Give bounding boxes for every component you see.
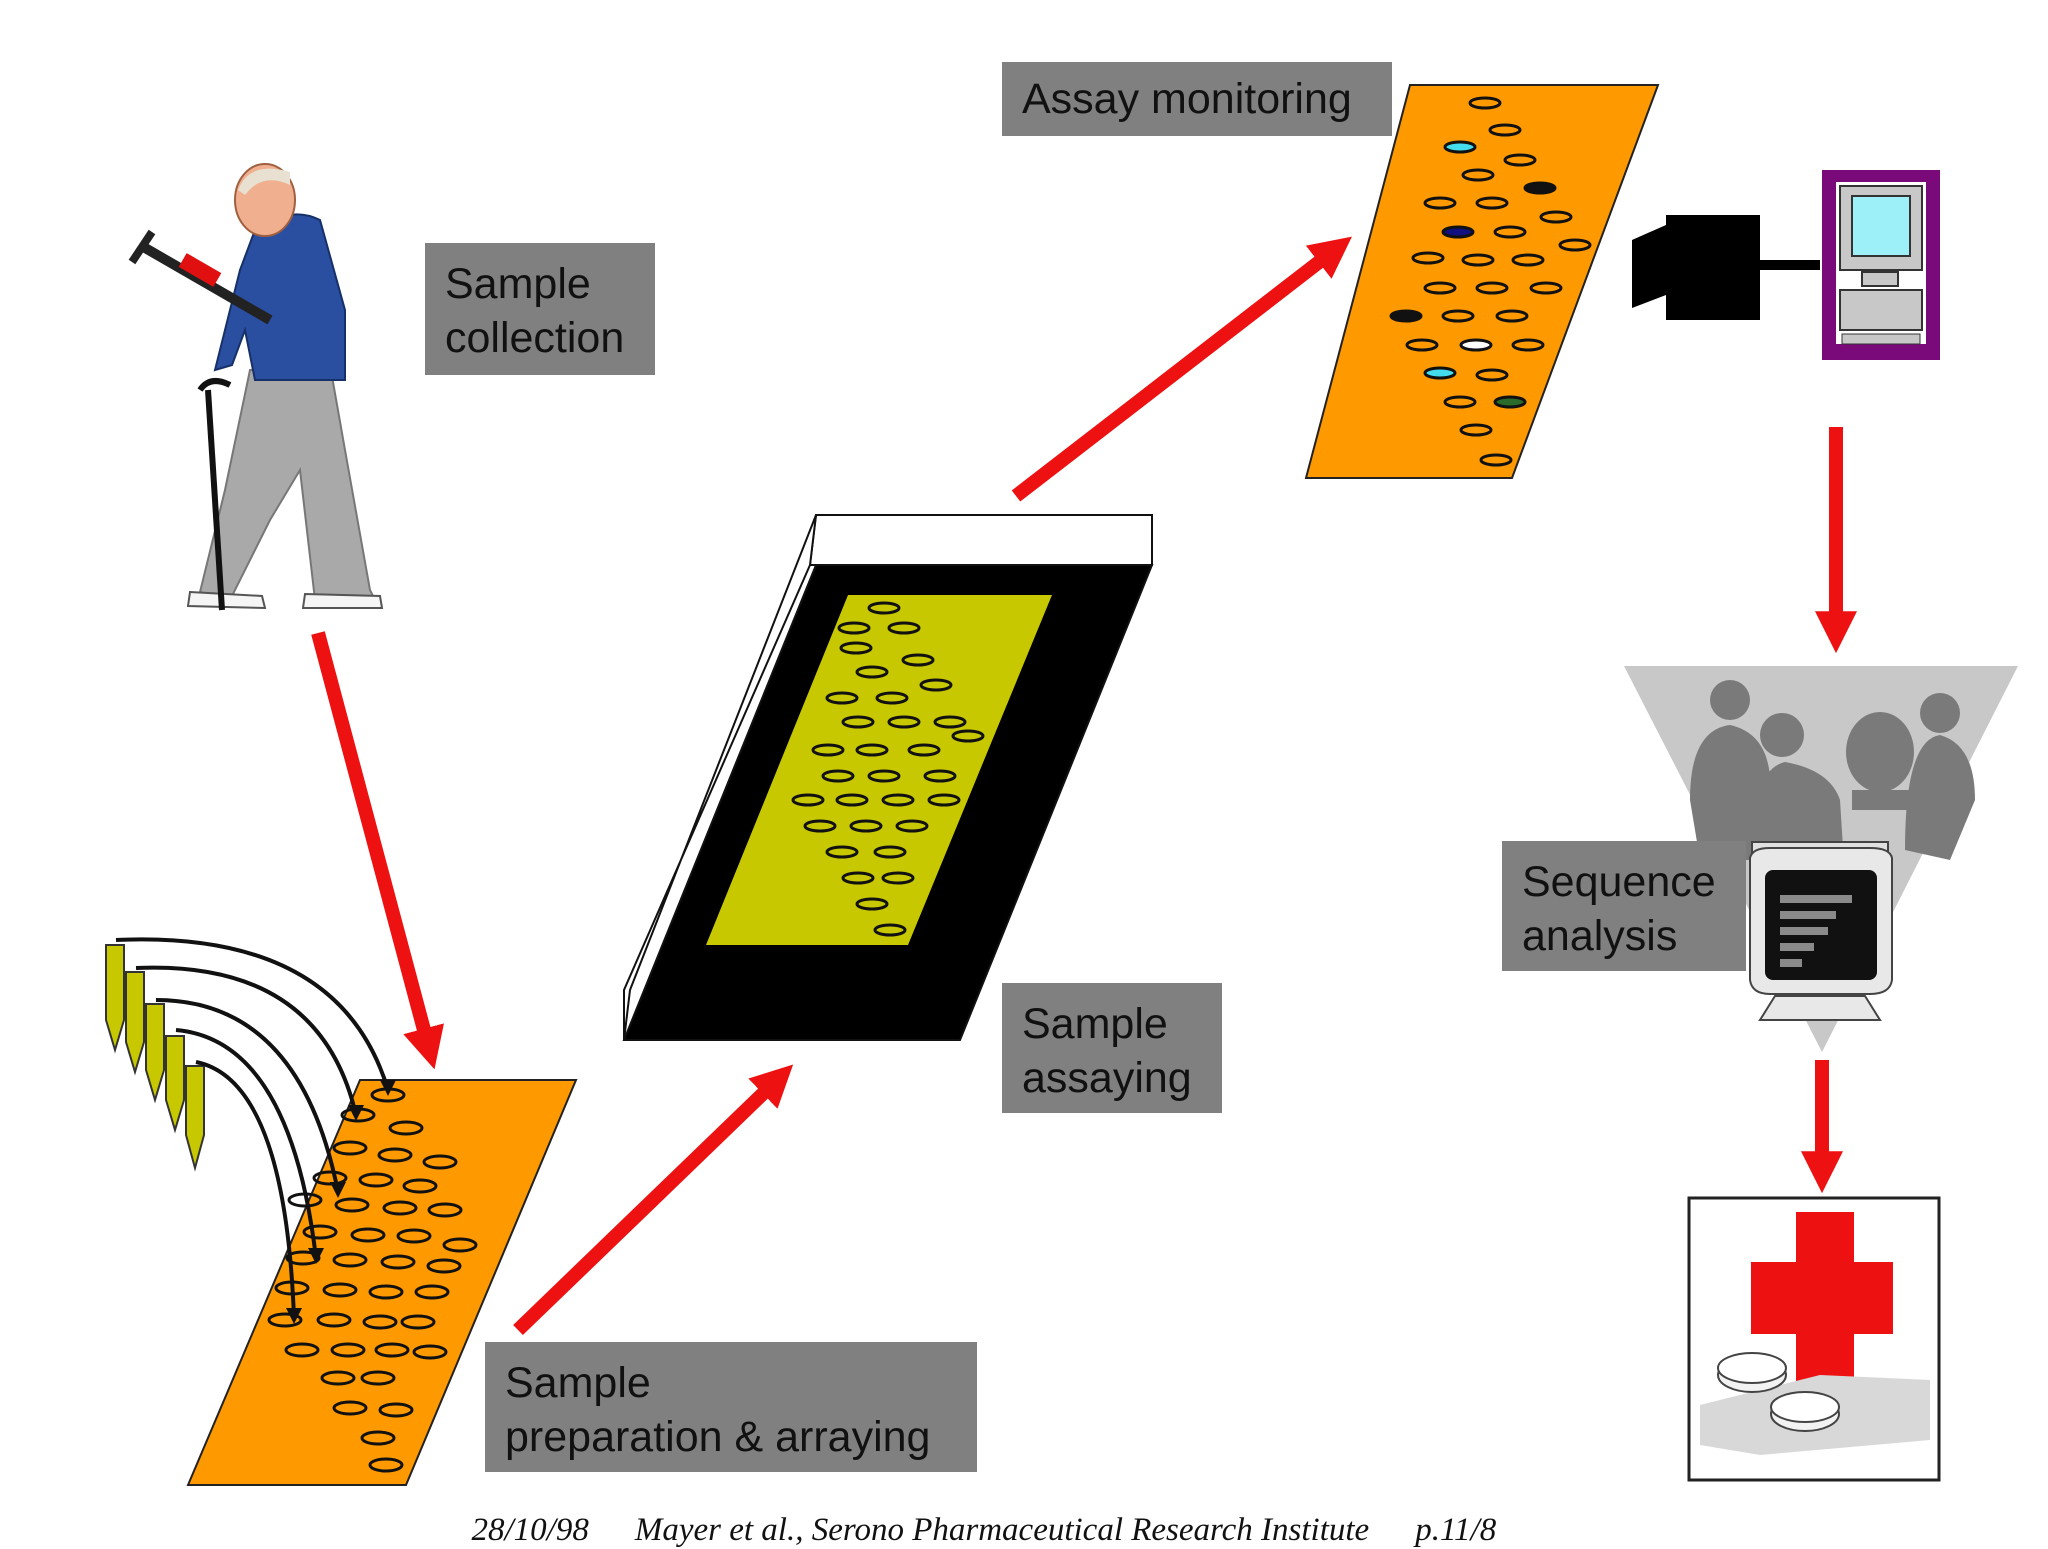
label-text: Sequence [1522, 858, 1716, 906]
label-text: preparation & arraying [505, 1413, 931, 1461]
label-text: Sample [445, 260, 591, 308]
monitor-icon [1749, 841, 1893, 1021]
label-text: Sample [1022, 1000, 1168, 1048]
arrow-assaying-to-monitoring [1011, 236, 1352, 502]
slide-footer: 28/10/98 Mayer et al., Serono Pharmaceuti… [455, 1475, 1655, 1549]
assay-tray [622, 514, 1154, 1041]
label-text: Sample [505, 1359, 651, 1407]
patient-figure [128, 163, 384, 611]
syringe-icon [128, 229, 273, 325]
label-sample-collection: Sample collection [425, 243, 655, 375]
footer-date: 28/10/98 [471, 1512, 589, 1548]
label-text: collection [445, 314, 625, 362]
pipette-icon [105, 937, 396, 1324]
camera-icon [1632, 215, 1820, 320]
arrow-preparation-to-assaying [513, 1064, 794, 1336]
treatment-box [1687, 1196, 1941, 1482]
arrow-collection-to-preparation [311, 631, 444, 1070]
label-sequence-analysis: Sequence analysis [1502, 841, 1746, 971]
footer-author: Mayer et al., Serono Pharmaceutical Rese… [634, 1512, 1370, 1548]
label-sample-assaying: Sample assaying [1002, 983, 1222, 1113]
monitoring-plate [1304, 84, 1660, 479]
pill-icon [1717, 1352, 1840, 1432]
label-text: assaying [1022, 1054, 1192, 1102]
red-cross-icon [1751, 1212, 1893, 1404]
label-text: Assay monitoring [1022, 75, 1352, 123]
label-text: analysis [1522, 912, 1678, 960]
flow-arrows [311, 236, 1857, 1336]
computer-icon [1822, 170, 1940, 360]
label-sample-preparation: Sample preparation & arraying [485, 1342, 977, 1472]
label-assay-monitoring: Assay monitoring [1002, 62, 1392, 136]
footer-page: p.11/8 [1415, 1512, 1497, 1548]
